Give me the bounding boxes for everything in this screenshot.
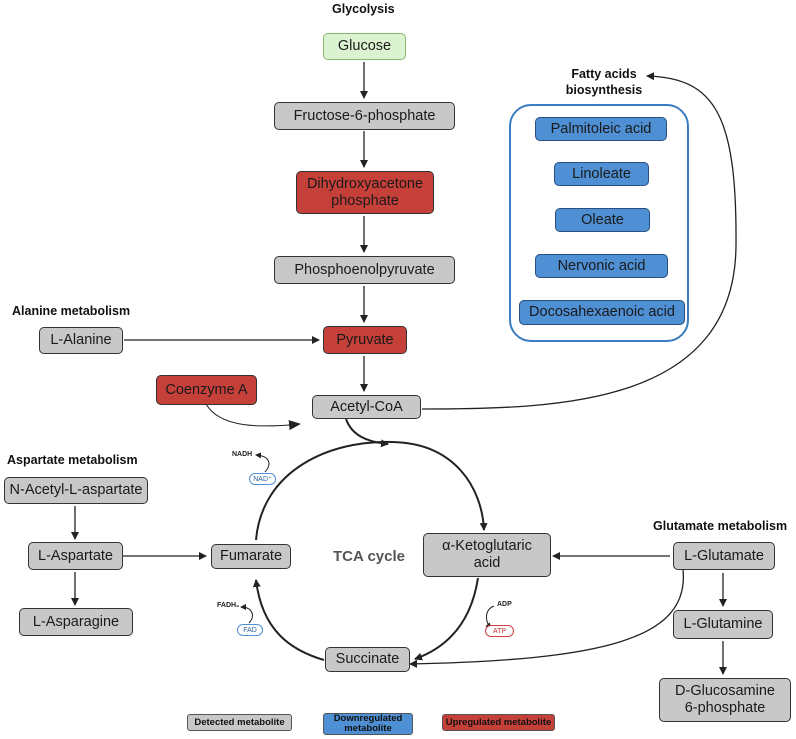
node-fumarate: Fumarate [211,544,291,569]
node-succinate: Succinate [325,647,410,672]
node-l-alanine: L-Alanine [39,327,123,354]
section-aspartate: Aspartate metabolism [7,453,138,467]
node-l-glutamate: L-Glutamate [673,542,775,570]
cofactor-fadh2: FADH₂ [217,602,240,609]
node-l-glutamine: L-Glutamine [673,610,773,639]
tca-arc-top [255,440,488,541]
node-alpha-ketoglutaric-acid: α-Ketoglutaric acid [423,533,551,577]
node-acetyl-coa: Acetyl-CoA [312,395,421,419]
tca-cycle-label: TCA cycle [333,548,405,565]
node-docosahexaenoic-acid: Docosahexaenoic acid [519,300,685,325]
cofactor-atp: ATP [485,625,514,637]
section-fatty-acids: Fatty acids biosynthesis [565,67,643,97]
cofactor-nadh: NADH [232,451,253,458]
node-l-asparagine: L-Asparagine [19,608,133,636]
cofactor-adp: ADP [497,601,512,608]
node-coenzyme-a: Coenzyme A [156,375,257,405]
node-fructose-6-phosphate: Fructose-6-phosphate [274,102,455,130]
node-l-aspartate: L-Aspartate [28,542,123,570]
node-linoleate: Linoleate [554,162,649,186]
legend-upregulated: Upregulated metabolite [442,714,555,731]
node-oleate: Oleate [555,208,650,232]
curl-fad-fadh2 [240,604,253,624]
cofactor-nad: NAD⁺ [249,473,276,485]
legend-detected: Detected metabolite [187,714,292,731]
node-dihydroxyacetone-phosphate: Dihydroxyacetone phosphate [296,171,434,214]
section-glycolysis: Glycolysis [332,2,395,16]
node-palmitoleic-acid: Palmitoleic acid [535,117,667,141]
arrow-acetylcoa-fattyacids [421,72,737,410]
section-glutamate: Glutamate metabolism [653,519,788,533]
tca-arc-bottom [252,579,325,661]
arrow-coa-into-tca [205,403,301,431]
legend-downregulated: Downregulated metabolite [323,713,413,735]
node-d-glucosamine-6-phosphate: D-Glucosamine 6-phosphate [659,678,791,722]
tca-arc-right [414,577,479,661]
arrow-glutamate-succinate [409,569,684,668]
cofactor-fad: FAD [237,624,263,636]
node-n-acetyl-l-aspartate: N-Acetyl-L-aspartate [4,477,148,504]
curl-nad-nadh [255,452,270,473]
fatty-acids-frame [509,104,689,342]
node-nervonic-acid: Nervonic acid [535,254,668,278]
section-alanine: Alanine metabolism [12,304,131,318]
node-glucose: Glucose [323,33,406,60]
arrow-acetylcoa-into-cycle [345,418,389,448]
node-phosphoenolpyruvate: Phosphoenolpyruvate [274,256,455,284]
node-pyruvate: Pyruvate [323,326,407,354]
